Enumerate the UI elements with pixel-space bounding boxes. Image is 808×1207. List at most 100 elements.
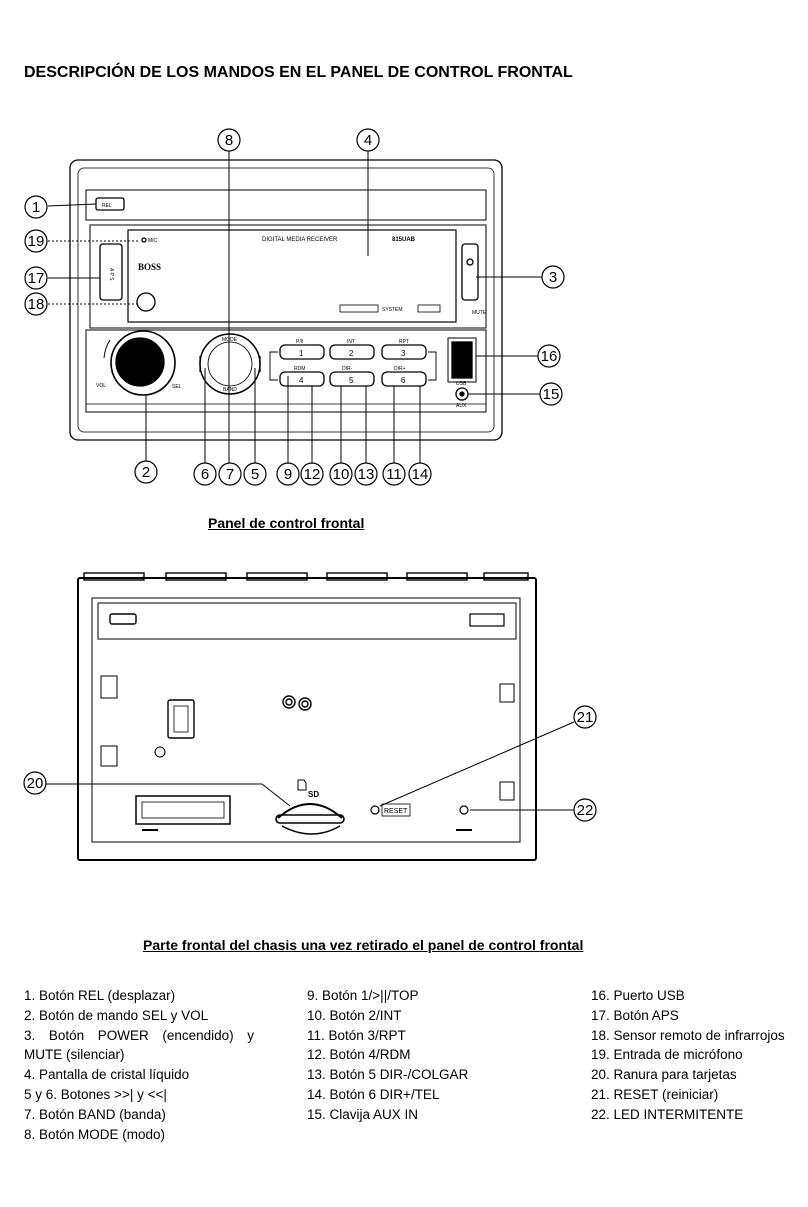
callout-5: 5 (251, 466, 259, 483)
legend-word: Botón (48, 1027, 85, 1043)
chassis-drawing (77, 572, 537, 861)
callout-2: 2 (142, 464, 150, 481)
legend-item: 7. Botón BAND (banda) (24, 1106, 166, 1122)
front-panel-drawing (69, 159, 503, 441)
legend-item: 9. Botón 1/>||/TOP (307, 988, 419, 1003)
preset-button-5 (329, 371, 375, 387)
callout-20-circle (23, 771, 47, 795)
preset-num-2: 2 (349, 349, 354, 358)
legend-word: 3. (24, 1027, 36, 1043)
preset-num-4: 4 (299, 376, 304, 385)
reset-label: RESET (384, 808, 408, 815)
preset-num-1: 1 (299, 349, 304, 358)
preset-num-6: 6 (401, 376, 406, 385)
sel-label: SEL (172, 384, 182, 390)
chassis-top-slot (97, 602, 517, 640)
aux-jack-center (459, 391, 465, 397)
front-panel-caption: Panel de control frontal (208, 515, 365, 531)
legend-item: 20. Ranura para tarjetas (591, 1067, 737, 1083)
volume-knob (115, 337, 165, 387)
mode-band-dial (199, 333, 261, 395)
callout-12: 12 (304, 466, 321, 483)
chassis-slot-right (469, 613, 505, 627)
band-label: BAND (223, 387, 237, 393)
callout-13: 13 (358, 466, 375, 483)
legend-item: 4. Pantalla de cristal líquido (24, 1067, 190, 1083)
preset-tag-4: RDM (294, 366, 305, 372)
callout-13-circle (354, 462, 378, 486)
preset-bracket-right (428, 351, 437, 381)
ir-sensor (136, 292, 156, 312)
legend-item: 1. Botón REL (desplazar) (24, 988, 176, 1003)
preset-tag-6: DIR+ (394, 366, 406, 372)
model-label: 815UAB (392, 237, 416, 243)
chassis-clip-right-2 (499, 781, 515, 801)
power-button (461, 243, 479, 301)
mode-label: MODE (222, 337, 238, 343)
chassis-inner-frame (91, 597, 521, 843)
callout-17: 17 (28, 270, 45, 287)
callout-14: 14 (412, 466, 429, 483)
callout-22-circle (573, 798, 597, 822)
chassis-screw-1 (282, 695, 296, 709)
sd-slot-top (277, 803, 343, 819)
callout-6-circle (193, 462, 217, 486)
legend-item: 11. Botón 3/RPT (307, 1027, 406, 1043)
led-hole (459, 805, 469, 815)
chassis-tab-6 (483, 572, 529, 581)
callout-8: 8 (225, 132, 233, 149)
leader-21 (379, 721, 575, 807)
power-icon (466, 258, 474, 266)
chassis-pin-header-inner (141, 801, 225, 819)
front-leader-lines (47, 150, 542, 463)
preset-tag-1: P/II (296, 339, 304, 345)
chassis-connector (167, 699, 195, 739)
callout-8-circle (217, 128, 241, 152)
chassis-tab-3 (246, 572, 308, 581)
chassis-tab-4 (326, 572, 388, 581)
preset-tag-3: RPT (399, 339, 409, 345)
lcd-screen (127, 229, 457, 323)
sd-card-icon (297, 779, 307, 791)
callout-10: 10 (333, 466, 350, 483)
preset-button-6 (381, 371, 427, 387)
callout-1-circle (24, 195, 48, 219)
callout-16: 16 (541, 348, 558, 365)
leader-1 (47, 203, 97, 207)
vol-arrow (103, 339, 111, 359)
callout-16-circle (537, 344, 561, 368)
front-panel-labels: REL MIC DIGITAL MEDIA RECEIVER 815UAB SY… (96, 203, 487, 409)
callout-9: 9 (284, 466, 292, 483)
volume-knob-ring (110, 330, 176, 396)
legend-item: 18. Sensor remoto de infrarrojos (591, 1027, 785, 1043)
system-label: SYSTEM (382, 307, 403, 313)
callout-20: 20 (27, 775, 44, 792)
reset-hole (370, 805, 380, 815)
system-badge (339, 304, 379, 313)
format-badge (417, 304, 441, 313)
callout-5-circle (243, 462, 267, 486)
legend-item: 13. Botón 5 DIR-/COLGAR (307, 1067, 469, 1083)
mic-hole (141, 237, 147, 243)
legend-item: 10. Botón 2/INT (307, 1007, 402, 1023)
sd-slot (275, 814, 345, 824)
chassis-caption: Parte frontal del chasis una vez retirad… (143, 937, 584, 953)
chassis-leader-lines (46, 721, 575, 811)
legend-item: 8. Botón MODE (modo) (24, 1126, 166, 1142)
chassis-callout-numbers: 20 21 22 (27, 709, 594, 819)
callout-3-circle (541, 265, 565, 289)
legend-col-3: 16. Puerto USB 17. Botón APS 18. Sensor … (591, 986, 785, 1125)
top-slot (85, 189, 487, 221)
callout-18: 18 (28, 296, 45, 313)
chassis-tab-2 (165, 572, 227, 581)
callout-22: 22 (577, 802, 594, 819)
control-region (85, 329, 487, 413)
preset-tag-2: INT (347, 339, 355, 345)
mode-band-dial-inner (207, 341, 253, 387)
front-callout-numbers: 1 19 17 18 3 4 8 16 15 2 6 7 5 9 12 10 1… (28, 132, 560, 483)
legend-item: 2. Botón de mando SEL y VOL (24, 1007, 209, 1023)
mute-label: MUTE (472, 310, 487, 316)
callout-15: 15 (543, 386, 560, 403)
callout-2-circle (134, 460, 158, 484)
usb-port (451, 341, 473, 379)
